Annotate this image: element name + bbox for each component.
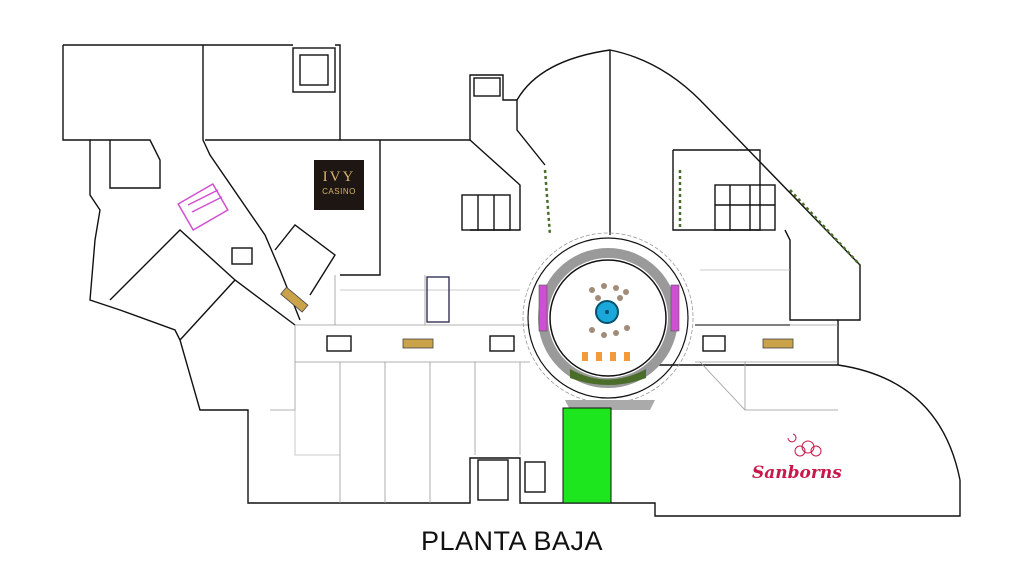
highlighted-space[interactable] bbox=[562, 407, 612, 504]
elevator-box bbox=[473, 77, 501, 97]
sanborns-logo: Sanborns bbox=[752, 463, 842, 483]
stairs-icon bbox=[177, 182, 229, 232]
restroom-block bbox=[461, 184, 776, 501]
sanborns-owls-icon bbox=[787, 433, 822, 457]
ivy-casino-logo: IVY CASINO bbox=[314, 160, 364, 210]
outer-wall-left bbox=[62, 45, 961, 517]
outer-wall bbox=[63, 44, 546, 166]
casino-logo-line1: IVY bbox=[322, 169, 356, 185]
shop-lines bbox=[294, 269, 790, 456]
sanborns-wall bbox=[516, 49, 961, 481]
kiosk bbox=[489, 335, 515, 352]
kiosk bbox=[231, 247, 253, 265]
vegetation bbox=[543, 169, 861, 266]
kiosk bbox=[426, 276, 450, 323]
floor-title: PLANTA BAJA bbox=[420, 526, 604, 556]
planters bbox=[280, 286, 794, 349]
kiosk bbox=[702, 335, 726, 352]
casino-logo-line2: CASINO bbox=[322, 187, 356, 196]
stair-inner bbox=[299, 54, 329, 86]
kiosk bbox=[326, 335, 352, 352]
interior-walls bbox=[90, 45, 838, 341]
fountain-center bbox=[605, 310, 609, 314]
tables bbox=[582, 283, 630, 361]
stair-box bbox=[292, 47, 336, 93]
